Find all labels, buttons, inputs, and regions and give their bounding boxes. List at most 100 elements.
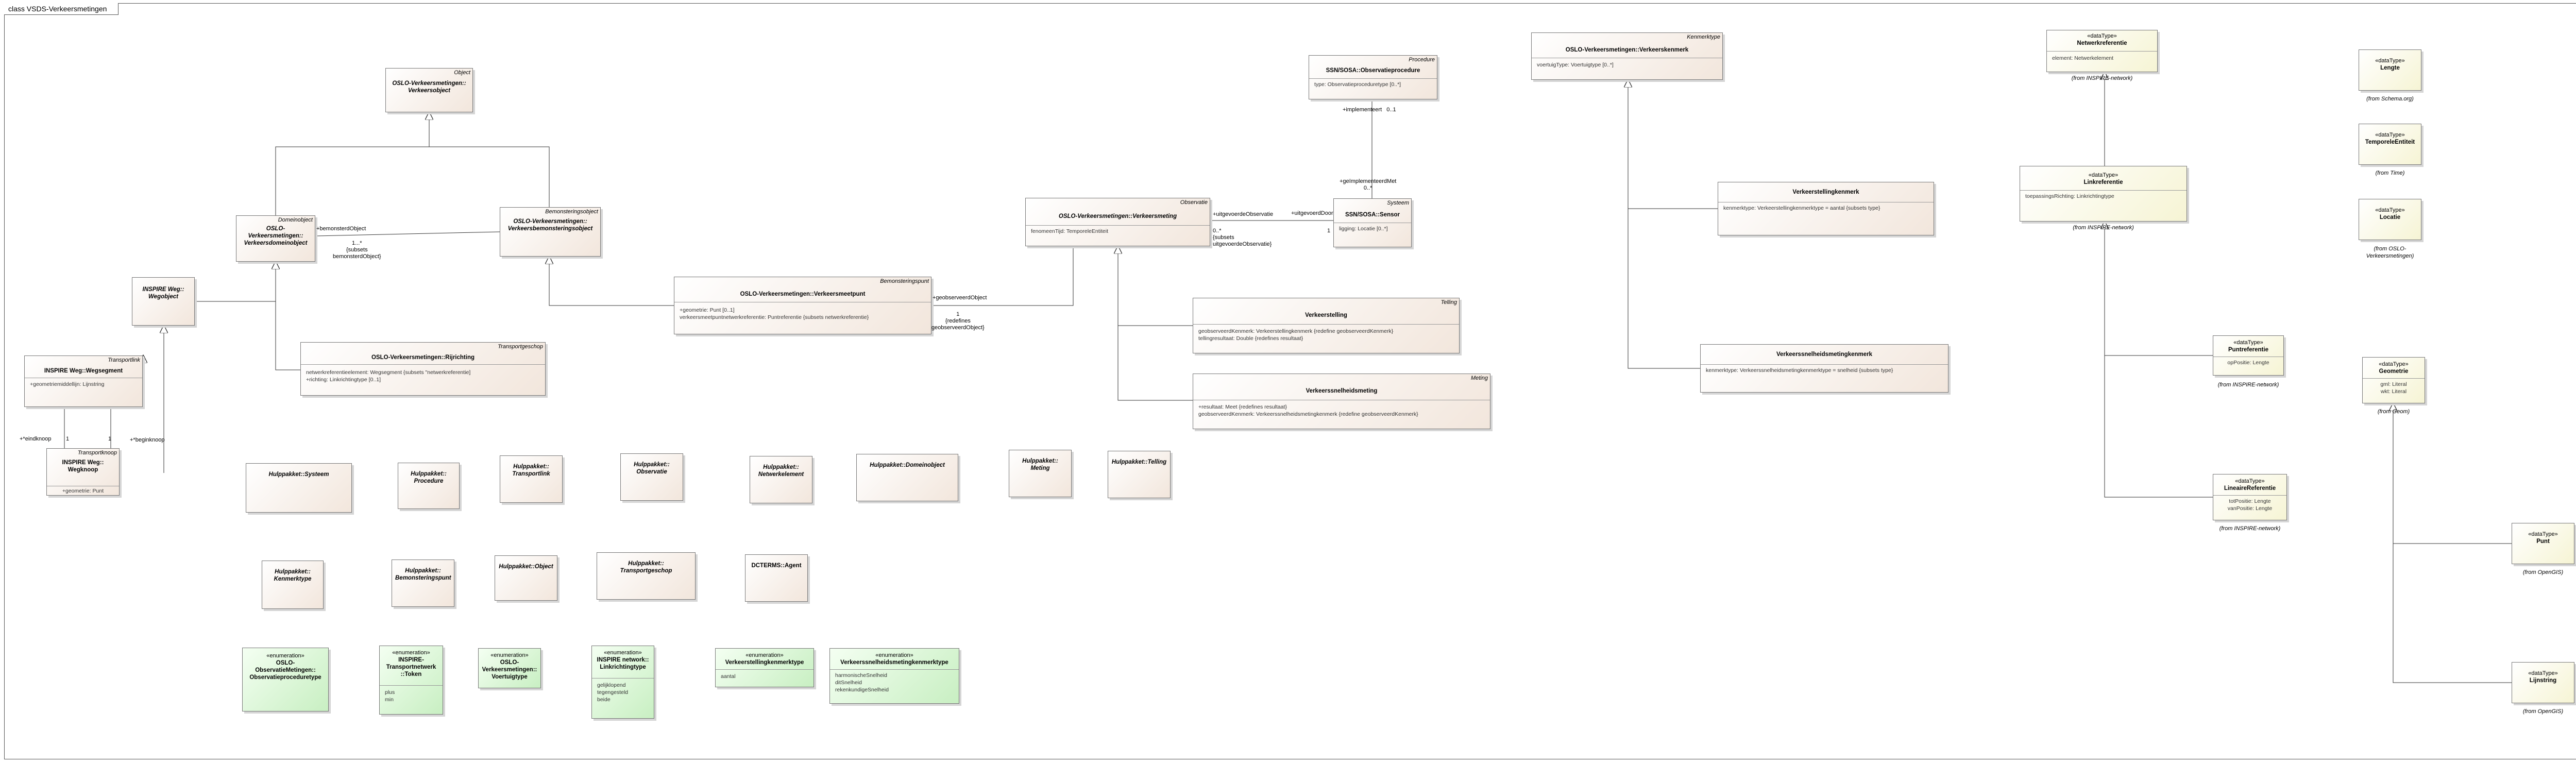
stereotype-label: Transportlink [108, 357, 140, 363]
multiplicity-label: 1 {redefines geobserveerdObject} [931, 311, 985, 331]
package-telling[interactable]: Hulppakket::Telling [1108, 451, 1171, 498]
package-bemonsteringspunt[interactable]: Hulppakket:: Bemonsteringspunt [392, 559, 454, 607]
class-rijrichting[interactable]: Transportgeschop OSLO-Verkeersmetingen::… [300, 342, 546, 396]
separator [592, 678, 654, 679]
class-name: Lijnstring [2529, 677, 2557, 684]
class-verkeersdomeinobject[interactable]: Domeinobject OSLO- Verkeersmetingen:: Ve… [236, 215, 315, 262]
enum-name: INSPIRE- Transportnetwerk ::Token [386, 657, 436, 677]
class-name: OSLO-Verkeersmetingen:: Verkeersbemonste… [507, 218, 593, 232]
package-meting[interactable]: Hulppakket:: Meting [1009, 450, 1072, 497]
package-name: Hulppakket:: Observatie [634, 462, 670, 475]
datatype-locatie[interactable]: «dataType» Locatie [2359, 199, 2421, 240]
datatype-temporeleentiteit[interactable]: «dataType» TemporeleEntiteit [2359, 124, 2421, 165]
class-observatieprocedure[interactable]: Procedure SSN/SOSA::Observatieprocedure … [1309, 55, 1437, 99]
stereotype-label: «enumeration» [490, 652, 529, 658]
package-name: Hulppakket:: Meting [1022, 458, 1058, 471]
class-verkeersmeting[interactable]: Observatie OSLO-Verkeersmetingen::Verkee… [1025, 198, 1210, 246]
datatype-lijnstring[interactable]: «dataType» Lijnstring [2512, 662, 2574, 703]
enum-name: Verkeerssnelheidsmetingkenmerktype [840, 659, 948, 666]
datatype-geometrie[interactable]: «dataType» Geometrie gml: Literal wkt: L… [2362, 357, 2425, 403]
class-name: OSLO-Verkeersmetingen::Verkeersmeetpunt [740, 291, 866, 297]
datatype-netwerkreferentie[interactable]: «dataType» Netwerkreferentie element: Ne… [2046, 30, 2158, 72]
package-name: Hulppakket::Systeem [268, 471, 329, 478]
datatype-linkreferentie[interactable]: «dataType» Linkreferentie toepassingsRic… [2020, 166, 2187, 222]
generalization-line [275, 112, 429, 215]
class-name: Verkeerstelling [1305, 312, 1347, 318]
attribute: +geometrie: Punt [62, 488, 104, 494]
role-label: +bemonsterdObject [316, 226, 366, 232]
source-package-label: (from Geom) [2377, 409, 2410, 415]
attribute: type: Observatieproceduretype [0..*] [1314, 81, 1401, 88]
role-label: +*beginknoop [130, 437, 165, 443]
attribute: opPositie: Lengte [2227, 360, 2269, 366]
generalization-line [2105, 222, 2213, 356]
class-verkeerssnelheidsmeting[interactable]: Meting Verkeerssnelheidsmeting +resultaa… [1193, 374, 1490, 429]
source-package-label: (from Schema.org) [2366, 96, 2414, 102]
class-wegobject[interactable]: INSPIRE Weg:: Wegobject [132, 277, 195, 326]
stereotype-label: Transportknoop [77, 450, 117, 456]
class-wegsegment[interactable]: Transportlink INSPIRE Weg::Wegsegment +g… [24, 355, 143, 407]
stereotype-label: Bemonsteringsobject [545, 209, 598, 215]
class-verkeersobject[interactable]: Object OSLO-Verkeersmetingen:: Verkeerso… [385, 68, 473, 112]
stereotype-label: «dataType» [2528, 531, 2558, 537]
separator [1026, 225, 1210, 226]
package-procedure[interactable]: Hulppakket:: Procedure [398, 463, 460, 509]
enum-voertuigtype[interactable]: «enumeration» OSLO- Verkeersmetingen:: V… [478, 648, 541, 688]
generalization-line [549, 257, 674, 306]
class-verkeerssnelheidsmetingkenmerk[interactable]: Verkeerssnelheidsmetingkenmerk kenmerkty… [1700, 344, 1948, 393]
enum-linkrichtingtype[interactable]: «enumeration» INSPIRE network:: Linkrich… [591, 646, 654, 719]
enum-verkeerstellingkenmerktype[interactable]: «enumeration» Verkeerstellingkenmerktype… [715, 648, 814, 687]
package-transportgeschop[interactable]: Hulppakket:: Transportgeschop [597, 552, 696, 600]
enum-value: min [385, 697, 394, 703]
separator [380, 685, 443, 686]
attribute: +resultaat: Meet {redefines resultaat} [1198, 404, 1287, 410]
class-name: Netwerkreferentie [2077, 40, 2127, 46]
source-package-label: (from OpenGIS) [2522, 708, 2564, 715]
package-name: Hulppakket:: Netwerkelement [758, 464, 804, 478]
generalization-line [1628, 80, 1718, 209]
stereotype-label: Kenmerktype [1687, 34, 1720, 40]
class-verkeerstellingkenmerk[interactable]: Verkeerstellingkenmerk kenmerktype: Verk… [1718, 182, 1934, 235]
stereotype-label: Bemonsteringspunt [880, 278, 929, 284]
package-systeem[interactable]: Hulppakket::Systeem [246, 463, 352, 513]
separator [2213, 495, 2286, 496]
class-name: INSPIRE Weg::Wegsegment [44, 368, 123, 374]
separator [1193, 324, 1459, 325]
attribute: +richting: Linkrichtingtype [0..1] [306, 377, 381, 383]
enum-value: rekenkundigeSnelheid [835, 687, 889, 693]
package-observatie[interactable]: Hulppakket:: Observatie [620, 453, 683, 501]
class-verkeerstelling[interactable]: Telling Verkeerstelling geobserveerdKenm… [1193, 298, 1460, 353]
enum-observatieproceduretype[interactable]: «enumeration» OSLO- ObservatieMetingen::… [242, 648, 329, 711]
datatype-puntreferentie[interactable]: «dataType» Puntreferentie opPositie: Len… [2213, 335, 2284, 376]
enum-value: aantal [721, 673, 736, 680]
stereotype-label: «enumeration» [875, 652, 913, 658]
enum-value: plus [385, 689, 395, 696]
role-label: +geobserveerdObject [933, 295, 987, 301]
class-sensor[interactable]: Systeem SSN/SOSA::Sensor ligging: Locati… [1333, 198, 1412, 247]
class-wegknoop[interactable]: Transportknoop INSPIRE Weg:: Wegknoop +g… [46, 448, 120, 496]
stereotype-label: «enumeration» [266, 653, 304, 659]
package-transportlink[interactable]: Hulppakket:: Transportlink [500, 455, 563, 503]
source-package-label: (from OSLO- Verkeersmetingen) [2366, 246, 2414, 259]
class-name: OSLO- Verkeersmetingen:: Verkeersdomeino… [244, 226, 308, 246]
generalization-line [1117, 326, 1193, 401]
class-verkeersbemonsteringsobject[interactable]: Bemonsteringsobject OSLO-Verkeersmetinge… [500, 207, 601, 257]
package-netwerkelement[interactable]: Hulppakket:: Netwerkelement [750, 456, 812, 503]
stereotype-label: Telling [1440, 299, 1457, 306]
package-object[interactable]: Hulppakket::Object [495, 555, 557, 601]
datatype-punt[interactable]: «dataType» Punt [2512, 523, 2574, 564]
enum-value: beide [597, 697, 611, 703]
package-domeinobject[interactable]: Hulppakket::Domeinobject [856, 454, 958, 501]
package-kenmerktype[interactable]: Hulppakket:: Kenmerktype [262, 561, 324, 609]
stereotype-label: Object [454, 70, 470, 76]
package-name: Hulppakket:: Transportlink [512, 464, 550, 477]
datatype-lineairereferentie[interactable]: «dataType» LineaireReferentie totPositie… [2213, 474, 2287, 520]
source-package-label: (from OpenGIS) [2522, 569, 2564, 575]
enum-token[interactable]: «enumeration» INSPIRE- Transportnetwerk … [379, 646, 443, 715]
package-name: Hulppakket::Domeinobject [870, 462, 945, 468]
package-agent[interactable]: DCTERMS::Agent [745, 554, 808, 602]
class-verkeerskenmerk[interactable]: Kenmerktype OSLO-Verkeersmetingen::Verke… [1531, 32, 1723, 80]
enum-verkeerssnelheidsmetingkenmerktype[interactable]: «enumeration» Verkeerssnelheidsmetingken… [829, 648, 959, 704]
datatype-lengte[interactable]: «dataType» Lengte [2359, 49, 2421, 91]
class-verkeersmeetpunt[interactable]: Bemonsteringspunt OSLO-Verkeersmetingen:… [674, 277, 931, 334]
